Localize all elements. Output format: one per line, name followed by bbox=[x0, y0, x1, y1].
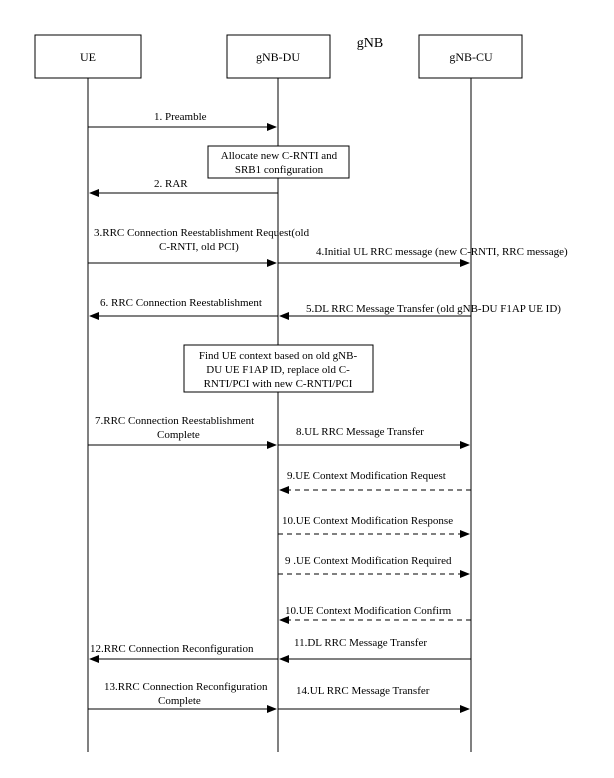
message-14-ul-rrc-transfer: 14.UL RRC Message Transfer bbox=[278, 685, 470, 713]
message-5-label: 5.DL RRC Message Transfer (old gNB-DU F1… bbox=[306, 303, 561, 315]
entity-ue-label: UE bbox=[80, 50, 96, 64]
note-allocate: Allocate new C-RNTI and SRB1 configurati… bbox=[207, 145, 350, 179]
message-14-label: 14.UL RRC Message Transfer bbox=[296, 685, 430, 697]
entity-gnb-cu: gNB-CU bbox=[418, 34, 523, 79]
message-7-label-line-2: Complete bbox=[157, 429, 200, 441]
message-9b-label: 9 .UE Context Modification Required bbox=[285, 555, 452, 567]
message-3-reestablishment-request: 3.RRC Connection Reestablishment Request… bbox=[88, 227, 310, 267]
note-allocate-line-1: Allocate new C-RNTI and bbox=[221, 150, 338, 162]
note-find-context: Find UE context based on old gNB- DU UE … bbox=[183, 344, 374, 393]
note-find-context-line-3: RNTI/PCI with new C-RNTI/PCI bbox=[204, 378, 353, 390]
entity-gnb-du: gNB-DU bbox=[226, 34, 331, 79]
message-2-rar: 2. RAR bbox=[89, 178, 278, 197]
note-allocate-line-2: SRB1 configuration bbox=[235, 164, 324, 176]
message-10-label: 10.UE Context Modification Response bbox=[282, 515, 453, 527]
message-1-label: 1. Preamble bbox=[154, 111, 207, 123]
message-5-dl-rrc-transfer: 5.DL RRC Message Transfer (old gNB-DU F1… bbox=[279, 303, 561, 320]
group-label: gNB bbox=[357, 36, 383, 51]
note-find-context-line-1: Find UE context based on old gNB- bbox=[199, 350, 358, 362]
message-9-context-modification-request: 9.UE Context Modification Request bbox=[279, 470, 471, 494]
message-10b-label: 10.UE Context Modification Confirm bbox=[285, 605, 452, 617]
entity-gnb-du-label: gNB-DU bbox=[256, 50, 300, 64]
message-3-label-line-2: C-RNTI, old PCI) bbox=[159, 241, 239, 253]
message-8-label: 8.UL RRC Message Transfer bbox=[296, 426, 424, 438]
message-10-context-modification-response: 10.UE Context Modification Response bbox=[278, 515, 470, 538]
message-11-label: 11.DL RRC Message Transfer bbox=[294, 637, 427, 649]
message-4-initial-ul-rrc: 4.Initial UL RRC message (new C-RNTI, RR… bbox=[278, 246, 568, 267]
message-13-label-line-1: 13.RRC Connection Reconfiguration bbox=[104, 681, 268, 693]
message-9b-context-modification-required: 9 .UE Context Modification Required bbox=[278, 555, 470, 578]
message-10b-context-modification-confirm: 10.UE Context Modification Confirm bbox=[279, 605, 471, 624]
message-12-label: 12.RRC Connection Reconfiguration bbox=[90, 643, 254, 655]
message-1-preamble: 1. Preamble bbox=[88, 111, 277, 131]
note-find-context-line-2: DU UE F1AP ID, replace old C- bbox=[206, 364, 350, 376]
entity-ue: UE bbox=[34, 34, 142, 79]
message-9-label: 9.UE Context Modification Request bbox=[287, 470, 446, 482]
message-6-label: 6. RRC Connection Reestablishment bbox=[100, 297, 262, 309]
message-13-reconfiguration-complete: 13.RRC Connection Reconfiguration Comple… bbox=[88, 681, 277, 713]
message-6-reestablishment: 6. RRC Connection Reestablishment bbox=[89, 297, 278, 320]
message-3-label-line-1: 3.RRC Connection Reestablishment Request… bbox=[94, 227, 310, 239]
message-4-label: 4.Initial UL RRC message (new C-RNTI, RR… bbox=[316, 246, 568, 258]
message-11-dl-rrc-transfer: 11.DL RRC Message Transfer bbox=[279, 637, 471, 663]
message-7-label-line-1: 7.RRC Connection Reestablishment bbox=[95, 415, 254, 427]
message-2-label: 2. RAR bbox=[154, 178, 188, 190]
entity-gnb-cu-label: gNB-CU bbox=[449, 50, 493, 64]
message-8-ul-rrc-transfer: 8.UL RRC Message Transfer bbox=[278, 426, 470, 449]
message-13-label-line-2: Complete bbox=[158, 695, 201, 707]
message-7-reestablishment-complete: 7.RRC Connection Reestablishment Complet… bbox=[88, 415, 277, 449]
message-12-reconfiguration: 12.RRC Connection Reconfiguration bbox=[89, 643, 278, 663]
